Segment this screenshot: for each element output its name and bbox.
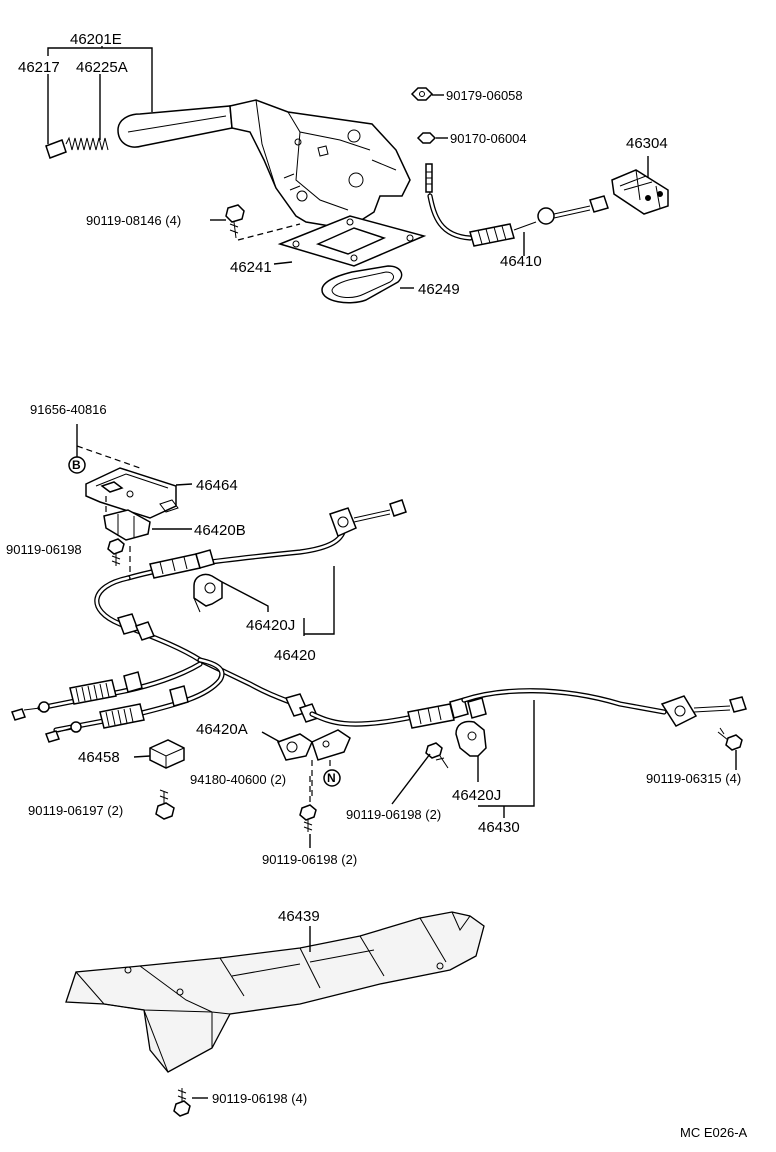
middle-labels: 91656-40816 46464 46420B 90119-06198 464… bbox=[6, 402, 741, 867]
cable-46430 bbox=[407, 688, 747, 729]
label-46464: 46464 bbox=[196, 477, 238, 494]
label-46420B: 46420B bbox=[194, 522, 246, 539]
nut-90179-06058 bbox=[410, 87, 444, 101]
nut-90170-06004 bbox=[416, 132, 448, 144]
top-label-leaders bbox=[210, 219, 414, 289]
release-knob bbox=[45, 139, 67, 159]
clip-46420J-lower bbox=[455, 720, 487, 782]
marker-n: N bbox=[323, 769, 341, 787]
equalizer-46420A bbox=[261, 729, 351, 796]
bolt-90119-06315 bbox=[717, 727, 743, 770]
boot-46249 bbox=[321, 265, 403, 304]
label-46458: 46458 bbox=[78, 749, 120, 766]
release-spring bbox=[65, 136, 109, 151]
bolt-90119-08146 bbox=[225, 204, 301, 241]
label-90119-06315: 90119-06315 (4) bbox=[646, 771, 741, 786]
label-46439: 46439 bbox=[278, 908, 320, 925]
cable-46420 bbox=[94, 499, 411, 727]
label-46420: 46420 bbox=[274, 647, 316, 664]
lever-assembly bbox=[45, 99, 411, 227]
bolt-90119-06198-c bbox=[299, 776, 317, 848]
lever-grip bbox=[117, 105, 233, 148]
label-91656-40816: 91656-40816 bbox=[30, 402, 107, 417]
label-90179-06058: 90179-06058 bbox=[446, 88, 523, 103]
bolt-90119-06198-b bbox=[391, 742, 449, 805]
marker-b: B bbox=[68, 424, 141, 474]
cable-46410 bbox=[425, 163, 609, 256]
label-90170-06004: 90170-06004 bbox=[450, 131, 527, 146]
label-46410: 46410 bbox=[500, 253, 542, 270]
label-46217: 46217 bbox=[18, 59, 60, 76]
bracket-46420 bbox=[303, 566, 335, 636]
insulator-46439 bbox=[65, 911, 485, 1073]
label-46241: 46241 bbox=[230, 259, 272, 276]
marker-n-label: N bbox=[327, 771, 336, 785]
bracket-46464 bbox=[85, 467, 193, 519]
label-94180-40600: 94180-40600 (2) bbox=[190, 772, 286, 787]
clip-46420J-upper bbox=[193, 573, 269, 613]
label-46304: 46304 bbox=[626, 135, 668, 152]
label-90119-06198-d: 90119-06198 (4) bbox=[212, 1091, 307, 1106]
bracket-46458 bbox=[133, 739, 185, 769]
bracket-46430 bbox=[478, 700, 535, 818]
marker-b-label: B bbox=[72, 458, 81, 472]
label-46225A: 46225A bbox=[76, 59, 128, 76]
bottom-labels: 46439 90119-06198 (4) MC E026-A bbox=[212, 908, 748, 1140]
label-90119-08146: 90119-08146 (4) bbox=[86, 213, 181, 228]
label-90119-06198-c: 90119-06198 (2) bbox=[262, 852, 357, 867]
bolt-90119-06198-a bbox=[107, 538, 131, 578]
label-46420J-a: 46420J bbox=[246, 617, 295, 634]
plate-46241 bbox=[277, 215, 427, 267]
label-46430: 46430 bbox=[478, 819, 520, 836]
label-90119-06197: 90119-06197 (2) bbox=[28, 803, 123, 818]
top-labels: 46201E 46217 46225A 90179-06058 90170-06… bbox=[18, 31, 668, 298]
label-46201E: 46201E bbox=[70, 31, 122, 48]
lever-body bbox=[229, 99, 411, 227]
rear-cables-left bbox=[11, 657, 225, 743]
label-90119-06198-b: 90119-06198 (2) bbox=[346, 807, 441, 822]
bolt-90119-06197 bbox=[155, 789, 175, 820]
label-46249: 46249 bbox=[418, 281, 460, 298]
clip-46420B bbox=[103, 492, 192, 541]
label-46420J-b: 46420J bbox=[452, 787, 501, 804]
bolt-90119-06198-d bbox=[173, 1088, 208, 1117]
switch-46304 bbox=[611, 156, 669, 215]
lever-leaders bbox=[47, 46, 153, 144]
reference-code: MC E026-A bbox=[680, 1125, 748, 1140]
label-46420A: 46420A bbox=[196, 721, 248, 738]
label-90119-06198-a: 90119-06198 bbox=[6, 542, 82, 557]
